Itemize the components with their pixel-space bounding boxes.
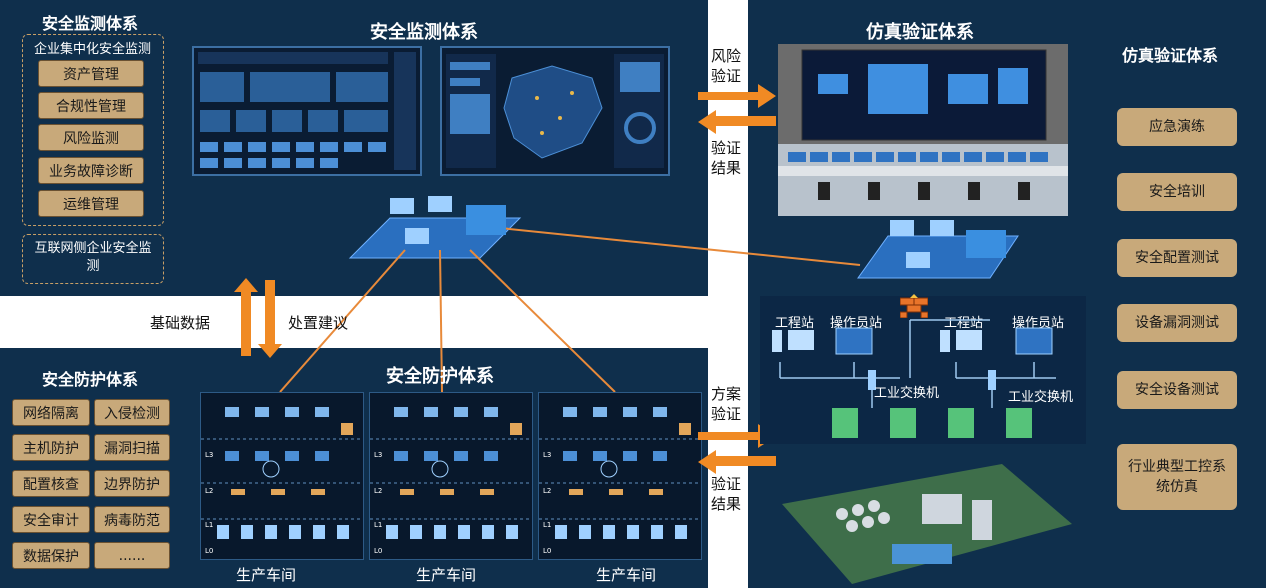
svg-text:L3: L3 xyxy=(374,451,382,459)
enterprise-monitor-label: 企业集中化安全监测 xyxy=(34,38,151,57)
basic-data-label: 基础数据 xyxy=(150,312,210,333)
item-security-device-test[interactable]: 安全设备测试 xyxy=(1117,371,1237,409)
item-typical-ics-simulation[interactable]: 行业典型工控系统仿真 xyxy=(1117,444,1237,510)
industrial-plant-image xyxy=(782,464,1072,584)
item-business-fault-diagnosis[interactable]: 业务故障诊断 xyxy=(38,157,144,184)
svg-text:L2: L2 xyxy=(205,487,213,495)
svg-text:L1: L1 xyxy=(374,521,382,529)
item-security-training[interactable]: 安全培训 xyxy=(1117,173,1237,211)
item-vulnerability-scan[interactable]: 漏洞扫描 xyxy=(94,434,170,461)
dashboard-1-graphic xyxy=(194,48,420,174)
right-center-title: 仿真验证体系 xyxy=(866,18,974,44)
item-host-protection[interactable]: 主机防护 xyxy=(12,434,90,461)
control-room-image xyxy=(778,44,1068,216)
item-boundary-protection[interactable]: 边界防护 xyxy=(94,470,170,497)
left-top-title: 安全监测体系 xyxy=(42,10,138,34)
center-bottom-title: 安全防护体系 xyxy=(386,362,494,388)
center-top-title: 安全监测体系 xyxy=(370,18,478,44)
item-network-isolation[interactable]: 网络隔离 xyxy=(12,399,90,426)
svg-text:L0: L0 xyxy=(543,547,551,555)
workshop-label-2: 生产车间 xyxy=(416,564,476,585)
disposal-suggestion-label: 处置建议 xyxy=(288,312,348,333)
svg-text:L2: L2 xyxy=(374,487,382,495)
svg-text:L3: L3 xyxy=(205,451,213,459)
dashboard-screen-2 xyxy=(440,46,670,176)
svg-text:L1: L1 xyxy=(205,521,213,529)
dashboard-2-map-graphic xyxy=(442,48,668,174)
station-computers xyxy=(760,300,1086,440)
svg-text:L0: L0 xyxy=(374,547,382,555)
workshop-label-1: 生产车间 xyxy=(236,564,296,585)
item-more[interactable]: ...... xyxy=(94,542,170,569)
svg-text:L2: L2 xyxy=(543,487,551,495)
risk-verify-label: 风险验证 xyxy=(711,46,745,86)
dashboard-screen-1 xyxy=(192,46,422,176)
industrial-switch-1-label: 工业交换机 xyxy=(874,386,946,402)
item-emergency-drill[interactable]: 应急演练 xyxy=(1117,108,1237,146)
industrial-switch-2-label: 工业交换机 xyxy=(1008,386,1073,405)
internet-monitor-label: 互联网侧企业安全监测 xyxy=(30,240,156,276)
vertical-arrows xyxy=(230,278,290,358)
item-config-check[interactable]: 配置核查 xyxy=(12,470,90,497)
item-security-audit[interactable]: 安全审计 xyxy=(12,506,90,533)
verify-result-top-label: 验证结果 xyxy=(711,138,745,178)
item-virus-prevention[interactable]: 病毒防范 xyxy=(94,506,170,533)
item-asset-management[interactable]: 资产管理 xyxy=(38,60,144,87)
item-risk-monitoring[interactable]: 风险监测 xyxy=(38,124,144,151)
verify-result-bottom-label: 验证结果 xyxy=(711,474,745,514)
item-ops-management[interactable]: 运维管理 xyxy=(38,190,144,217)
item-security-config-test[interactable]: 安全配置测试 xyxy=(1117,239,1237,277)
item-data-protection[interactable]: 数据保护 xyxy=(12,542,90,569)
top-arrows xyxy=(698,84,778,134)
item-intrusion-detection[interactable]: 入侵检测 xyxy=(94,399,170,426)
svg-text:L0: L0 xyxy=(205,547,213,555)
svg-text:L1: L1 xyxy=(543,521,551,529)
svg-text:L3: L3 xyxy=(543,451,551,459)
item-device-vulnerability-test[interactable]: 设备漏洞测试 xyxy=(1117,304,1237,342)
item-compliance-management[interactable]: 合规性管理 xyxy=(38,92,144,119)
right-side-title: 仿真验证体系 xyxy=(1122,42,1218,66)
workshop-label-3: 生产车间 xyxy=(596,564,656,585)
left-bottom-title: 安全防护体系 xyxy=(42,366,138,390)
plan-verify-label: 方案验证 xyxy=(711,384,745,424)
